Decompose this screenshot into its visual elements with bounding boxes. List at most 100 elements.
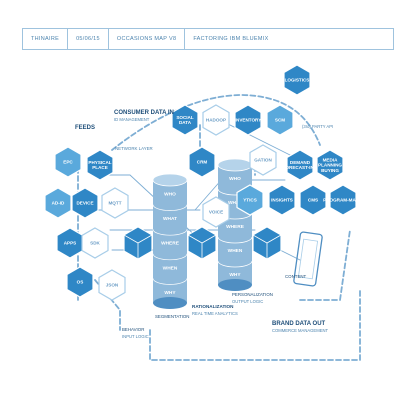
- hex-label: CMS: [308, 198, 318, 203]
- hex-shape: [81, 227, 109, 259]
- personalization-label: PERSONALIZATION: [232, 292, 273, 297]
- hex-shape: [283, 64, 311, 96]
- hex-node-os[interactable]: OS: [66, 266, 94, 298]
- network-layer-arc: [111, 94, 321, 151]
- cylinder-label-where: WHERE: [161, 241, 180, 247]
- hex-label: INVENTORY: [235, 118, 262, 123]
- hex-shape: [266, 104, 294, 136]
- hex-shape: [202, 196, 230, 228]
- hex-shape: [299, 184, 327, 216]
- behavior-label: BEHAVIOR: [122, 327, 144, 332]
- hex-shape: [98, 269, 126, 301]
- id-management-label: ID MANAGEMENT: [114, 117, 150, 122]
- hex-shape: [71, 187, 99, 219]
- hex-node-json[interactable]: JSON: [98, 269, 126, 301]
- hex-label: INSIGHTS: [271, 198, 293, 203]
- hex-label: EPC: [63, 160, 73, 165]
- cylinder-right: WHO WHAT WHERE WHEN WHY: [217, 158, 253, 291]
- hex-label: SCM: [275, 118, 285, 123]
- process-cube-1: [123, 226, 153, 260]
- header-bar: THINAIRE 05/06/15 OCCASIONS MAP V8 FACTO…: [22, 28, 394, 50]
- cylinder-top: [152, 173, 188, 187]
- hex-label: MQTT: [108, 201, 121, 206]
- hex-label: GATION: [254, 158, 272, 163]
- cylinder-band: [217, 236, 253, 244]
- hex-label: CRM: [197, 160, 208, 165]
- hex-label: AD-ID: [52, 201, 65, 206]
- cylinder-label-who: WHO: [229, 176, 241, 182]
- hex-label: JSON: [106, 283, 119, 288]
- header-item-company: THINAIRE: [23, 29, 69, 49]
- hex-shape: [249, 144, 277, 176]
- hex-node-ad-id[interactable]: AD-ID: [44, 187, 72, 219]
- device-screen: [293, 231, 323, 287]
- third-party-api-label: (3rd) PARTY API: [302, 124, 333, 129]
- cylinder-label-when: WHEN: [163, 265, 178, 271]
- network-layer-label: NETWORK LAYER: [115, 146, 153, 151]
- hex-node-logistics[interactable]: LOGISTICS: [283, 64, 311, 96]
- hex-shape: [101, 187, 129, 219]
- hex-shape: [66, 266, 94, 298]
- hex-label: DEVICE: [76, 201, 93, 206]
- hex-node-device[interactable]: DEVICE: [71, 187, 99, 219]
- hex-label: LOGISTICS: [285, 78, 310, 83]
- process-cubes: [123, 226, 282, 260]
- process-cube-3: [252, 226, 282, 260]
- hex-shape: [236, 184, 264, 216]
- hex-label: HADOOP: [206, 118, 226, 123]
- hex-node-gation[interactable]: GATION: [249, 144, 277, 176]
- hex-label: YTICS: [243, 198, 257, 203]
- brand-out-line: [299, 229, 351, 301]
- hex-node-insights[interactable]: INSIGHTS: [268, 184, 296, 216]
- cylinder-base: [153, 297, 187, 309]
- hex-node-scm[interactable]: SCM: [266, 104, 294, 136]
- hex-shape: [268, 184, 296, 216]
- cylinder-top: [217, 158, 253, 172]
- cylinder-base: [218, 279, 252, 291]
- hex-node-mqtt[interactable]: MQTT: [101, 187, 129, 219]
- hex-node-ytics[interactable]: YTICS: [236, 184, 264, 216]
- real-time-analytics-label: REAL TIME ANALYTICS: [192, 311, 238, 316]
- hex-shape: [171, 104, 199, 136]
- cylinder-label-what: WHAT: [228, 200, 242, 206]
- hex-shape: [44, 187, 72, 219]
- rationalization-label: RATIONALIZATION: [192, 304, 234, 309]
- hex-node-hadoop[interactable]: HADOOP: [202, 104, 230, 136]
- process-cube-2: [187, 226, 217, 260]
- hex-label: SDK: [90, 241, 100, 246]
- header-item-title: OCCASIONS MAP V8: [109, 29, 186, 49]
- hex-shape: [54, 146, 82, 178]
- hex-node-program-matic[interactable]: PROGRAM-MATIC: [323, 184, 364, 216]
- segmentation-label: SEGMENTATION: [155, 314, 189, 319]
- hex-node-crm[interactable]: CRM: [188, 146, 216, 178]
- hex-node-apps[interactable]: APPS: [56, 227, 84, 259]
- hex-node-sdk[interactable]: SDK: [81, 227, 109, 259]
- cylinder-body: [218, 165, 252, 285]
- header-item-date: 05/06/15: [68, 29, 109, 49]
- hex-shape: [86, 149, 114, 181]
- hex-shape: [202, 104, 230, 136]
- cylinder-band: [152, 229, 188, 236]
- cylinder-body: [153, 180, 187, 303]
- cylinder-label-why: WHY: [229, 272, 241, 278]
- cylinder-band: [152, 253, 188, 261]
- hex-label: APPS: [64, 241, 77, 246]
- hex-shape: [316, 149, 344, 181]
- hex-node-voice[interactable]: VOICE: [202, 196, 230, 228]
- mesh-5: [219, 119, 301, 161]
- cylinder-label-what: WHAT: [163, 216, 177, 222]
- hex-node-inventory[interactable]: INVENTORY: [234, 104, 262, 136]
- hex-node-cms[interactable]: CMS: [299, 184, 327, 216]
- hex-node-epc[interactable]: EPC: [54, 146, 82, 178]
- cylinder-label-where: WHERE: [226, 224, 245, 230]
- hex-label: VOICE: [209, 210, 223, 215]
- cylinder-label-when: WHEN: [228, 248, 243, 254]
